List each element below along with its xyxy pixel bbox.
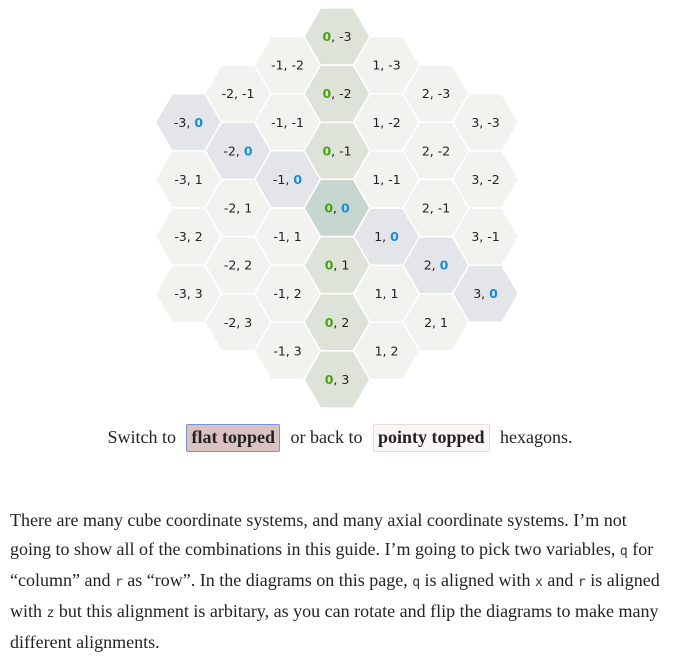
q-zero-glyph: 0 [325,372,334,387]
hex-coordinate-label: -1, 0 [273,172,302,187]
hex-coordinate-label: -1, 3 [273,343,301,358]
hex-coordinate-label: 3, -2 [471,172,499,187]
r-zero-glyph: 0 [440,258,449,273]
paragraph-text-7: but this alignment is arbitary, as you c… [10,601,659,652]
hex-grid-diagram: 0, -3 -1, -2 0, -2 1, -3 -2, -1 -1, -1 0, -1 1,… [154,7,520,409]
hex-coordinate-label: 1, 2 [375,343,399,358]
r-zero-glyph: 0 [390,229,399,244]
hex-coordinate-label: -2, 0 [223,143,252,158]
hex-coordinate-label: -1, 2 [273,286,301,301]
switch-middle-text: or back to [290,427,363,447]
hex-coordinate-label: 1, 0 [374,229,399,244]
hex-coordinate-label: 0, 0 [324,201,350,216]
paragraph-text-3: as “row”. In the diagrams on this page, [122,570,413,590]
hex-coordinate-label: 0, -3 [322,29,351,44]
paragraph-text-6: is aligned with [10,570,660,621]
hex-coordinate-label: 3, -1 [471,229,499,244]
r-variable-code: r [577,575,586,590]
hex-coordinate-label: 0, 2 [325,315,350,330]
switch-prefix-text: Switch to [107,427,176,447]
hex-coordinate-label: -3, 1 [174,172,202,187]
q-zero-glyph: 0 [322,143,331,158]
hex-coordinate-label: 1, -1 [372,172,400,187]
hex-coordinate-label: -2, 3 [224,315,252,330]
coordinate-systems-paragraph: There are many cube coordinate systems, … [10,506,670,657]
hex-coordinate-label: 0, 3 [325,372,350,387]
paragraph-text-4: is aligned with [420,570,536,590]
switch-suffix-text: hexagons. [500,427,573,447]
q-variable-code: q [412,575,421,590]
hex-coordinate-label: 2, 1 [424,315,448,330]
hex-coordinate-label: 0, 1 [325,258,350,273]
hex-coordinate-label: -3, 0 [174,115,203,130]
hex-coordinate-label: 2, -2 [422,143,450,158]
hex-coordinate-label: -2, 2 [224,258,252,273]
hex-coordinate-label: -1, 1 [273,229,301,244]
hex-coordinate-label: 1, 1 [375,286,399,301]
hex-coordinate-label: -1, -2 [271,58,304,73]
hex-coordinate-label: -1, -1 [271,115,304,130]
q-zero-glyph: 0 [325,258,334,273]
flat-topped-button[interactable]: flat topped [186,424,280,452]
q-variable-code: q [619,544,628,559]
r-zero-glyph: 0 [194,115,203,130]
hex-coordinate-label: 0, -1 [322,143,351,158]
z-variable-code: z [46,606,55,621]
hex-orientation-switcher: Switch to flat topped or back to pointy … [0,424,680,452]
q-zero-glyph: 0 [325,315,334,330]
r-zero-glyph: 0 [489,286,498,301]
hex-coordinate-label: -2, -1 [222,86,255,101]
hex-coordinate-label: 1, -3 [372,58,400,73]
r-zero-glyph: 0 [244,143,253,158]
hex-coordinate-label: -3, 3 [174,286,202,301]
paragraph-text-2: for “column” and [10,539,654,590]
r-variable-code: r [114,575,123,590]
q-zero-glyph: 0 [322,86,331,101]
r-zero-glyph: 0 [293,172,302,187]
pointy-topped-button[interactable]: pointy topped [372,424,490,452]
paragraph-text-5: and [542,570,578,590]
q-zero-glyph: 0 [322,29,331,44]
hex-coordinate-label: 0, -2 [322,86,351,101]
hex-coordinate-label: 2, 0 [424,258,449,273]
hex-coordinate-label: -2, 1 [224,201,252,216]
q-zero-glyph: 0 [324,201,333,216]
hex-cell [451,207,520,266]
hex-coordinate-label: 2, -1 [422,201,450,216]
r-zero-glyph: 0 [341,201,350,216]
hex-coordinate-label: 3, -3 [471,115,499,130]
x-variable-code: x [535,575,543,590]
hex-coordinate-label: 2, -3 [422,86,450,101]
hex-coordinate-label: 3, 0 [473,286,498,301]
hex-coordinate-label: -3, 2 [174,229,202,244]
paragraph-text-1: There are many cube coordinate systems, … [10,510,627,559]
hex-cell [352,321,421,381]
hex-coordinate-label: 1, -2 [372,115,400,130]
